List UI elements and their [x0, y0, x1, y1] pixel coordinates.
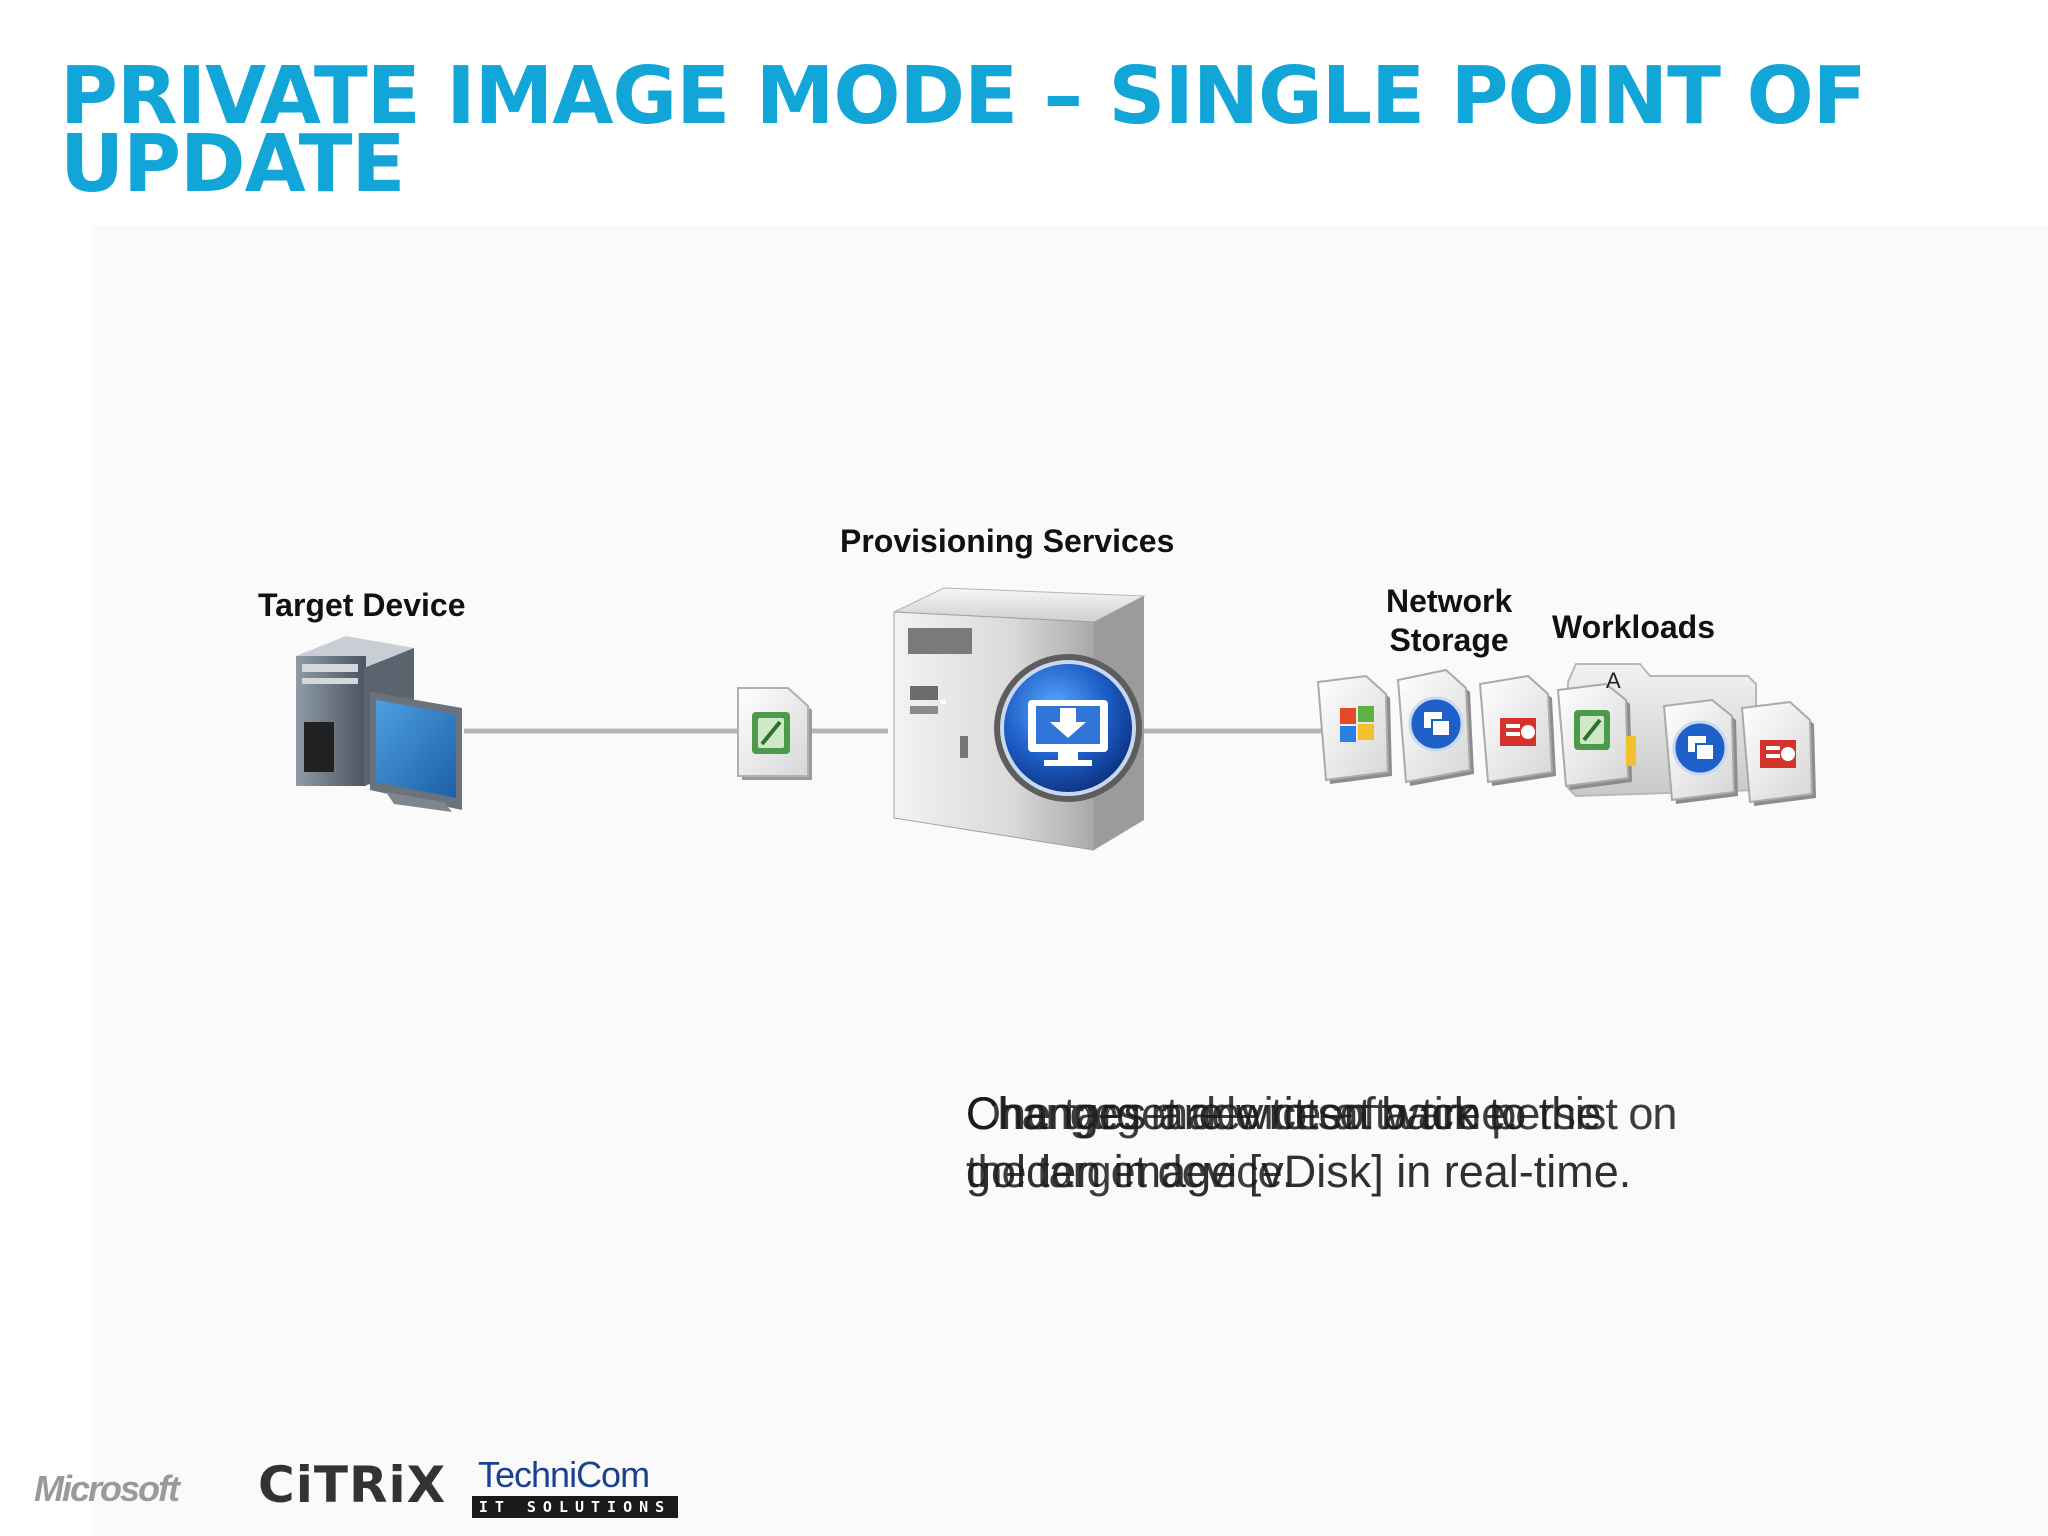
workloads-label: Workloads [1552, 609, 1715, 645]
note-changes-written-back: Changes are written back to the golden i… [966, 1088, 1632, 1197]
slide-background [92, 226, 2048, 1536]
workloads-marker: A [1606, 668, 1621, 693]
vdisk-document-icon [737, 687, 812, 780]
technicom-tagline: IT SOLUTIONS [472, 1496, 678, 1518]
technicom-logo: TechniCom IT SOLUTIONS [472, 1454, 678, 1518]
provisioning-services-label: Provisioning Services [840, 523, 1175, 559]
slide-title: PRIVATE IMAGE MODE – SINGLE POINT OF UPD… [60, 50, 1867, 210]
target-device-icon [296, 636, 462, 812]
network-storage-label: Network Storage [1386, 582, 1512, 660]
network-storage-label-line1: Network [1386, 583, 1513, 619]
technicom-wordmark: TechniCom [478, 1454, 650, 1495]
footer-logos: Microsoft CiTRiX TechniCom IT SOLUTIONS [0, 1440, 760, 1536]
note-changes-persist: Changes made to software persist on the … [966, 1088, 1677, 1197]
target-device-label: Target Device [258, 587, 466, 623]
provisioning-server-icon [893, 587, 1146, 851]
network-storage-icon [1316, 668, 1556, 786]
workloads-folder-icon [1556, 663, 1816, 806]
citrix-logo: CiTRiX [258, 1456, 447, 1514]
microsoft-logo: Microsoft [34, 1468, 180, 1509]
network-storage-label-line2: Storage [1389, 622, 1509, 658]
note-one-target-device: One target device at a time. [966, 1088, 1519, 1139]
